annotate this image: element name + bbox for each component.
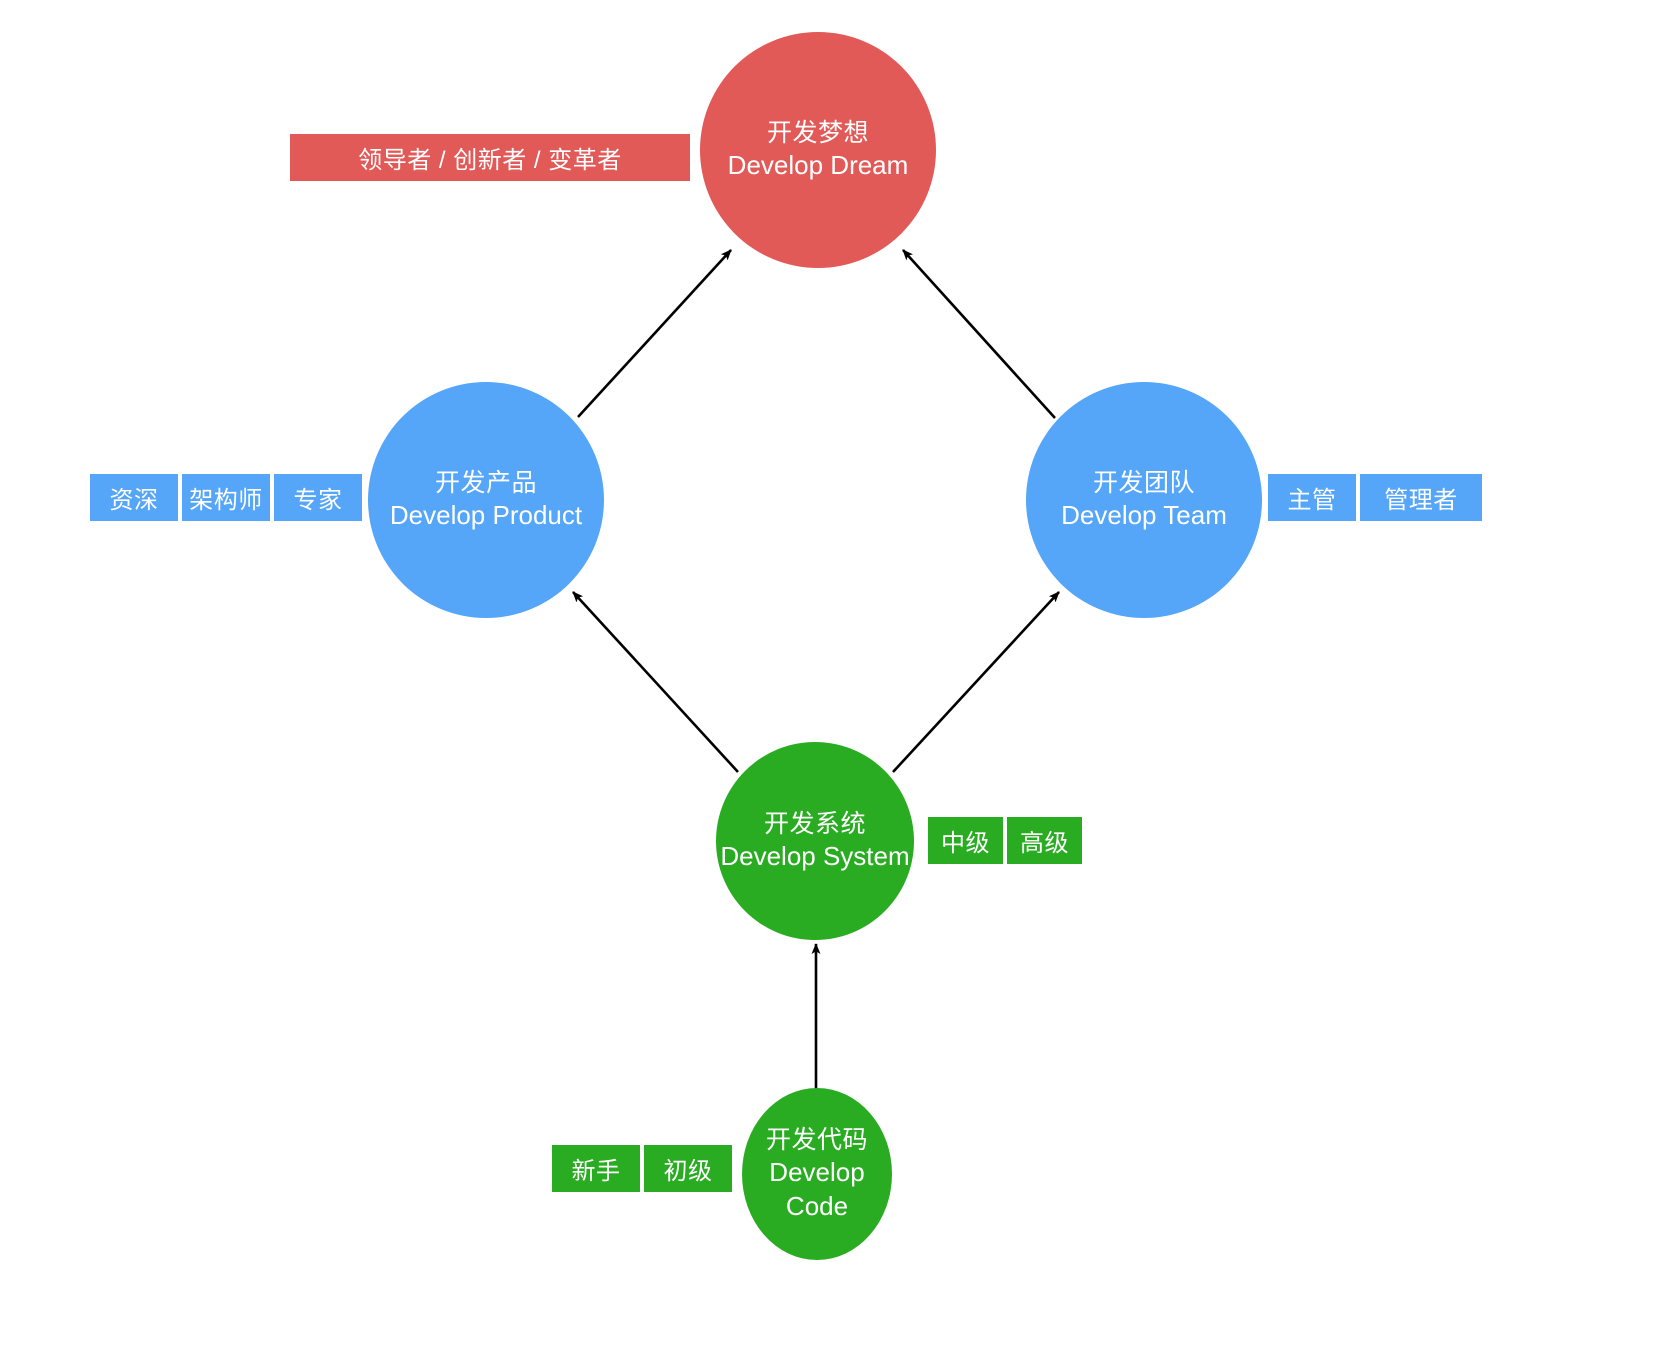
tag-row-product: 资深 架构师 专家: [90, 474, 362, 521]
tag-system-intermediate[interactable]: 中级: [928, 817, 1003, 864]
node-develop-system[interactable]: 开发系统 Develop System: [716, 742, 914, 940]
node-product-label-cn: 开发产品: [434, 468, 537, 497]
edge-system-to-team: [892, 591, 1060, 773]
node-team-label-cn: 开发团队: [1092, 468, 1195, 497]
tag-dream-roles[interactable]: 领导者 / 创新者 / 变革者: [290, 134, 690, 181]
tag-row-dream: 领导者 / 创新者 / 变革者: [290, 134, 690, 181]
node-dream-label-en: Develop Dream: [727, 150, 909, 181]
node-system-label-cn: 开发系统: [763, 809, 866, 838]
tag-product-architect[interactable]: 架构师: [182, 474, 270, 521]
tag-product-expert[interactable]: 专家: [274, 474, 362, 521]
tag-system-advanced[interactable]: 高级: [1007, 817, 1082, 864]
tag-team-manager[interactable]: 管理者: [1360, 474, 1482, 521]
node-code-label-en: Develop Code: [769, 1157, 865, 1222]
node-develop-team[interactable]: 开发团队 Develop Team: [1026, 382, 1262, 618]
node-product-label-en: Develop Product: [389, 500, 583, 531]
tag-product-senior[interactable]: 资深: [90, 474, 178, 521]
tag-row-code: 新手 初级: [552, 1145, 732, 1192]
tag-row-system: 中级 高级: [928, 817, 1082, 864]
node-dream-label-cn: 开发梦想: [766, 118, 869, 147]
node-team-label-en: Develop Team: [1061, 500, 1227, 531]
edge-system-to-product: [572, 591, 739, 773]
tag-code-novice[interactable]: 新手: [552, 1145, 640, 1192]
edge-team-to-dream: [902, 249, 1056, 419]
edge-product-to-dream: [577, 249, 732, 418]
tag-team-supervisor[interactable]: 主管: [1268, 474, 1356, 521]
node-system-label-en: Develop System: [720, 841, 910, 872]
tag-row-team: 主管 管理者: [1268, 474, 1482, 521]
tag-code-junior[interactable]: 初级: [644, 1145, 732, 1192]
node-develop-code[interactable]: 开发代码 Develop Code: [742, 1088, 892, 1260]
node-develop-dream[interactable]: 开发梦想 Develop Dream: [700, 32, 936, 268]
node-develop-product[interactable]: 开发产品 Develop Product: [368, 382, 604, 618]
node-code-label-cn: 开发代码: [765, 1125, 868, 1154]
